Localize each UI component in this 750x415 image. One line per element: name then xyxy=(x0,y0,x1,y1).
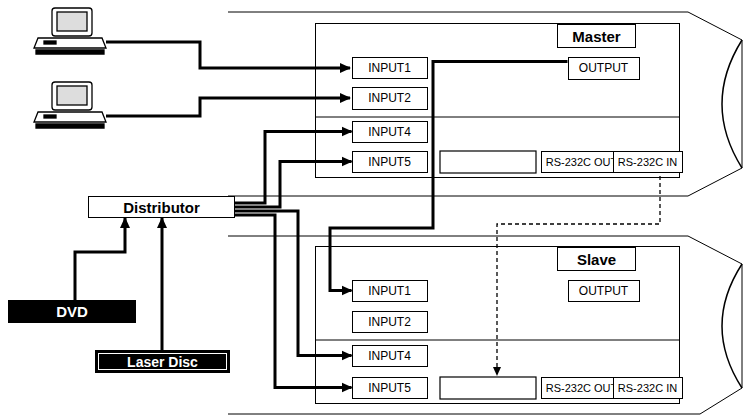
signal-cable xyxy=(161,218,164,350)
signal-cable xyxy=(235,132,352,204)
box-label: INPUT4 xyxy=(368,349,411,363)
box-label: OUTPUT xyxy=(579,61,628,75)
computer-icon xyxy=(34,8,106,54)
box-label: OUTPUT xyxy=(579,284,628,298)
blank-box xyxy=(440,151,536,173)
source-box: DVD xyxy=(8,300,136,323)
port-box: RS-232C IN xyxy=(613,151,683,173)
signal-cable xyxy=(235,215,352,388)
box-label: INPUT4 xyxy=(368,125,411,139)
panel-divider xyxy=(315,340,680,341)
projector-name: Master xyxy=(557,24,636,48)
port-box: INPUT4 xyxy=(352,121,428,143)
box-label: INPUT5 xyxy=(368,381,411,395)
blank-box xyxy=(440,377,536,399)
projector-housing xyxy=(228,12,742,196)
box-label: RS-232C OUT xyxy=(546,156,618,168)
signal-cable xyxy=(75,218,125,300)
signal-cable xyxy=(106,98,350,116)
control-cable xyxy=(497,176,660,375)
projector-panel: MasterINPUT1 OUTPUT INPUT2INPUT4INPUT5 RS-2… xyxy=(315,23,680,178)
projector-name: Slave xyxy=(557,247,636,271)
computer-icon xyxy=(34,82,106,128)
port-box: INPUT2 xyxy=(352,87,428,110)
box-label: INPUT2 xyxy=(368,91,411,105)
signal-cable xyxy=(235,162,352,208)
port-box: INPUT2 xyxy=(352,311,428,333)
box-label: Distributor xyxy=(123,199,200,216)
source-box: Laser Disc xyxy=(95,350,230,373)
box-label: RS-232C IN xyxy=(618,156,677,168)
projector-panel: SlaveINPUT1 OUTPUT INPUT2INPUT4INPUT5 RS-23… xyxy=(315,246,680,404)
signal-cable xyxy=(235,211,352,356)
port-box: RS-232C IN xyxy=(613,377,683,399)
port-box: RS-232C OUT xyxy=(541,151,623,173)
port-box: INPUT5 xyxy=(352,151,428,173)
port-box: INPUT5 xyxy=(352,377,428,399)
projector-lens xyxy=(722,264,742,388)
box-label: INPUT1 xyxy=(368,61,411,75)
port-box: INPUT4 xyxy=(352,345,428,367)
box-label: INPUT5 xyxy=(368,155,411,169)
box-label: INPUT2 xyxy=(368,315,411,329)
port-box: OUTPUT xyxy=(568,57,640,80)
signal-cable xyxy=(330,62,568,291)
panel-divider xyxy=(315,117,680,118)
port-box: INPUT1 xyxy=(352,280,428,302)
box-label: RS-232C OUT xyxy=(546,382,618,394)
port-box: INPUT1 xyxy=(352,57,428,79)
box-label: DVD xyxy=(56,303,88,320)
box-label: Laser Disc xyxy=(127,354,198,370)
port-box: OUTPUT xyxy=(568,280,640,302)
box-label: RS-232C IN xyxy=(618,382,677,394)
projector-lens xyxy=(722,40,742,168)
port-box: RS-232C OUT xyxy=(541,377,623,399)
distributor-box: Distributor xyxy=(88,196,235,218)
box-label: INPUT1 xyxy=(368,284,411,298)
signal-cable xyxy=(106,42,350,68)
